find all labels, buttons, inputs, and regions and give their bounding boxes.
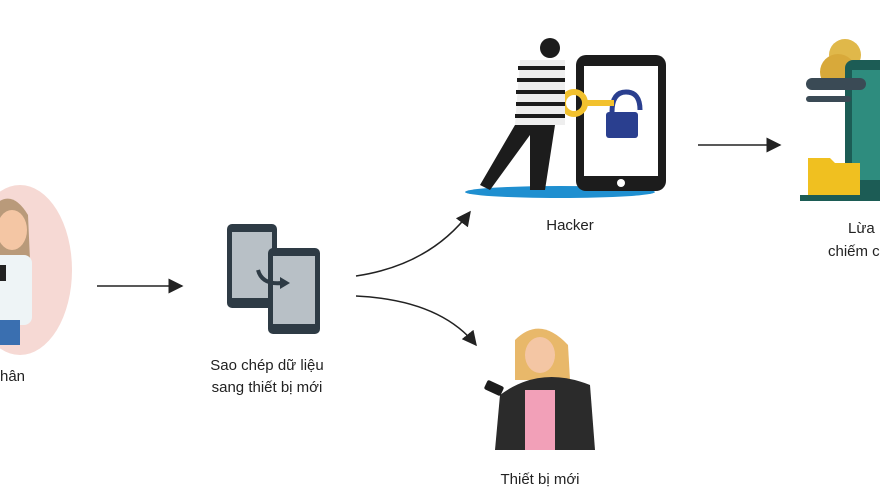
new-device-user-illustration [484, 328, 595, 450]
fraud-label-line1: Lừa [848, 220, 875, 237]
copy-label-line1: Sao chép dữ liệu [210, 357, 324, 374]
hacker-label: Hacker [546, 217, 594, 234]
fraud-label-line2: chiếm c [828, 243, 880, 260]
hacker-illustration [465, 38, 666, 198]
arrow-to-new-device [355, 295, 477, 347]
phones-copy-icon [227, 224, 320, 334]
owner-illustration [0, 185, 72, 355]
fraud-illustration [800, 39, 880, 201]
arrow-to-hacker [355, 210, 471, 277]
new-device-label: Thiết bị mới [500, 471, 580, 488]
copy-label-line2: sang thiết bị mới [211, 379, 323, 396]
owner-label: hân [0, 368, 26, 385]
